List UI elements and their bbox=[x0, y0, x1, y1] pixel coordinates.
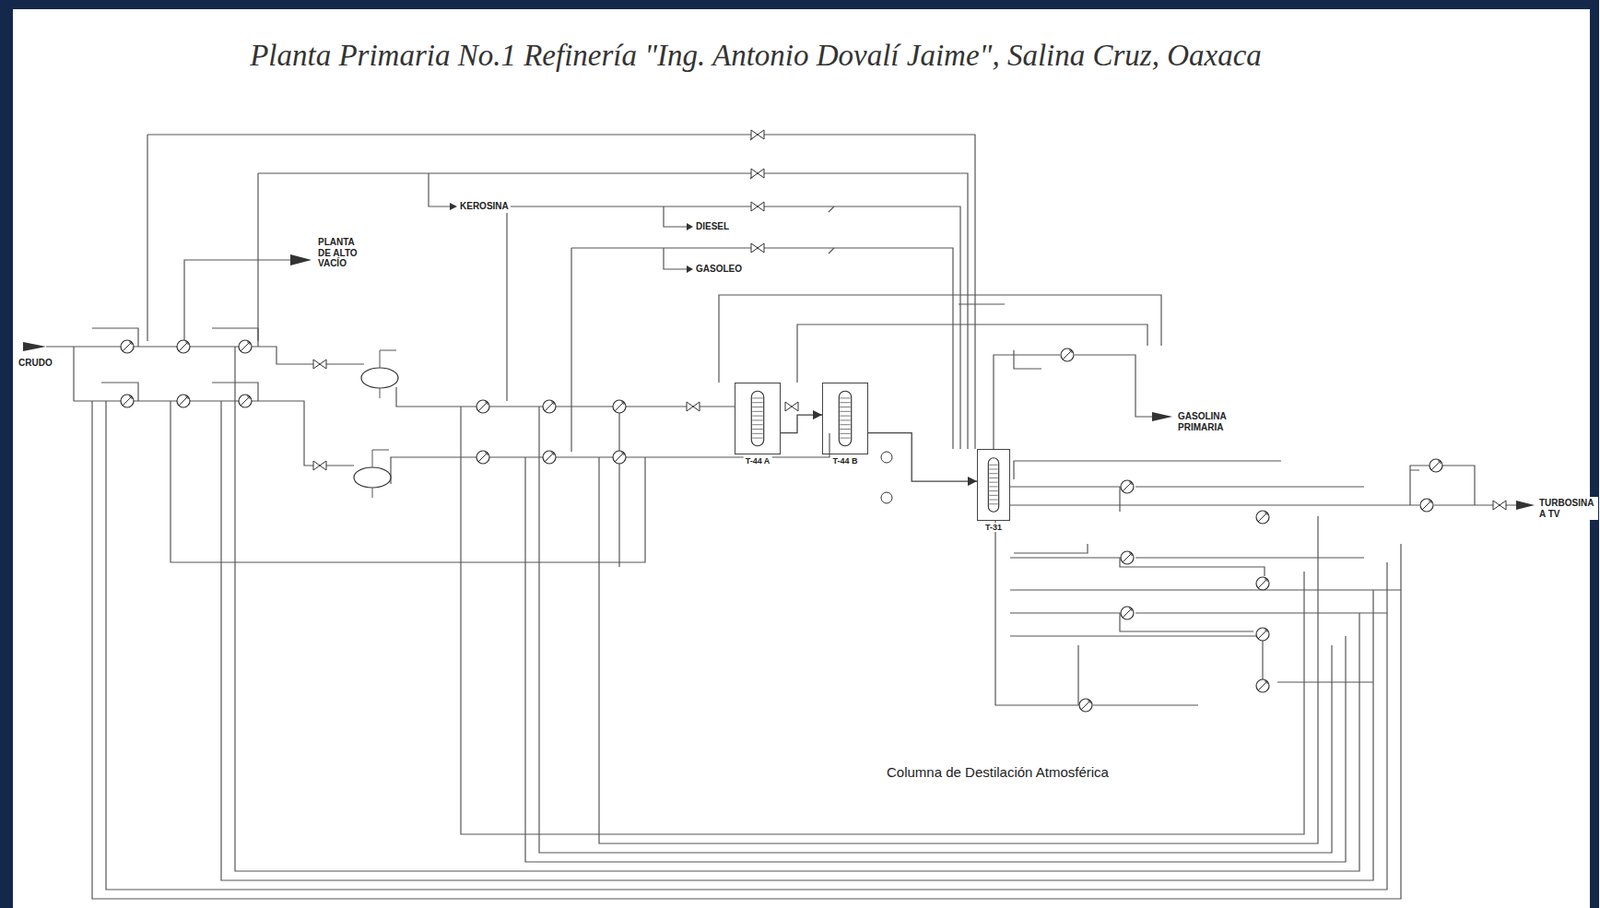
diagram-title: Planta Primaria No.1 Refinería "Ing. Ant… bbox=[249, 38, 1262, 73]
vessel-symbol bbox=[735, 383, 780, 454]
process-line bbox=[868, 433, 977, 482]
stream-label: TURBOSINA A TV bbox=[1537, 496, 1599, 520]
vessel-symbol bbox=[823, 383, 868, 454]
stream-label: DIESEL bbox=[694, 220, 731, 234]
vessel-tag: T-44 A bbox=[743, 456, 773, 466]
process-line bbox=[780, 414, 823, 434]
stream-label: GASOLINA PRIMARIA bbox=[1176, 410, 1237, 434]
stream-label: KEROSINA bbox=[458, 200, 511, 213]
vessel-tag: T-44 B bbox=[830, 456, 859, 466]
stream-label: GASOLEO bbox=[694, 262, 744, 276]
vessel-tag: T-31 bbox=[983, 522, 1004, 532]
vessel-symbol bbox=[977, 449, 1010, 520]
flash-tower: T-44 A bbox=[734, 382, 781, 455]
stream-label: Columna de Destilación Atmosférica bbox=[884, 763, 1111, 781]
distillation-column: T-31 bbox=[976, 448, 1011, 521]
stream-label: PLANTA DE ALTO VACÍO bbox=[316, 235, 368, 271]
flash-tower: T-44 B bbox=[822, 382, 869, 455]
stream-label: CRUDO bbox=[16, 356, 55, 370]
